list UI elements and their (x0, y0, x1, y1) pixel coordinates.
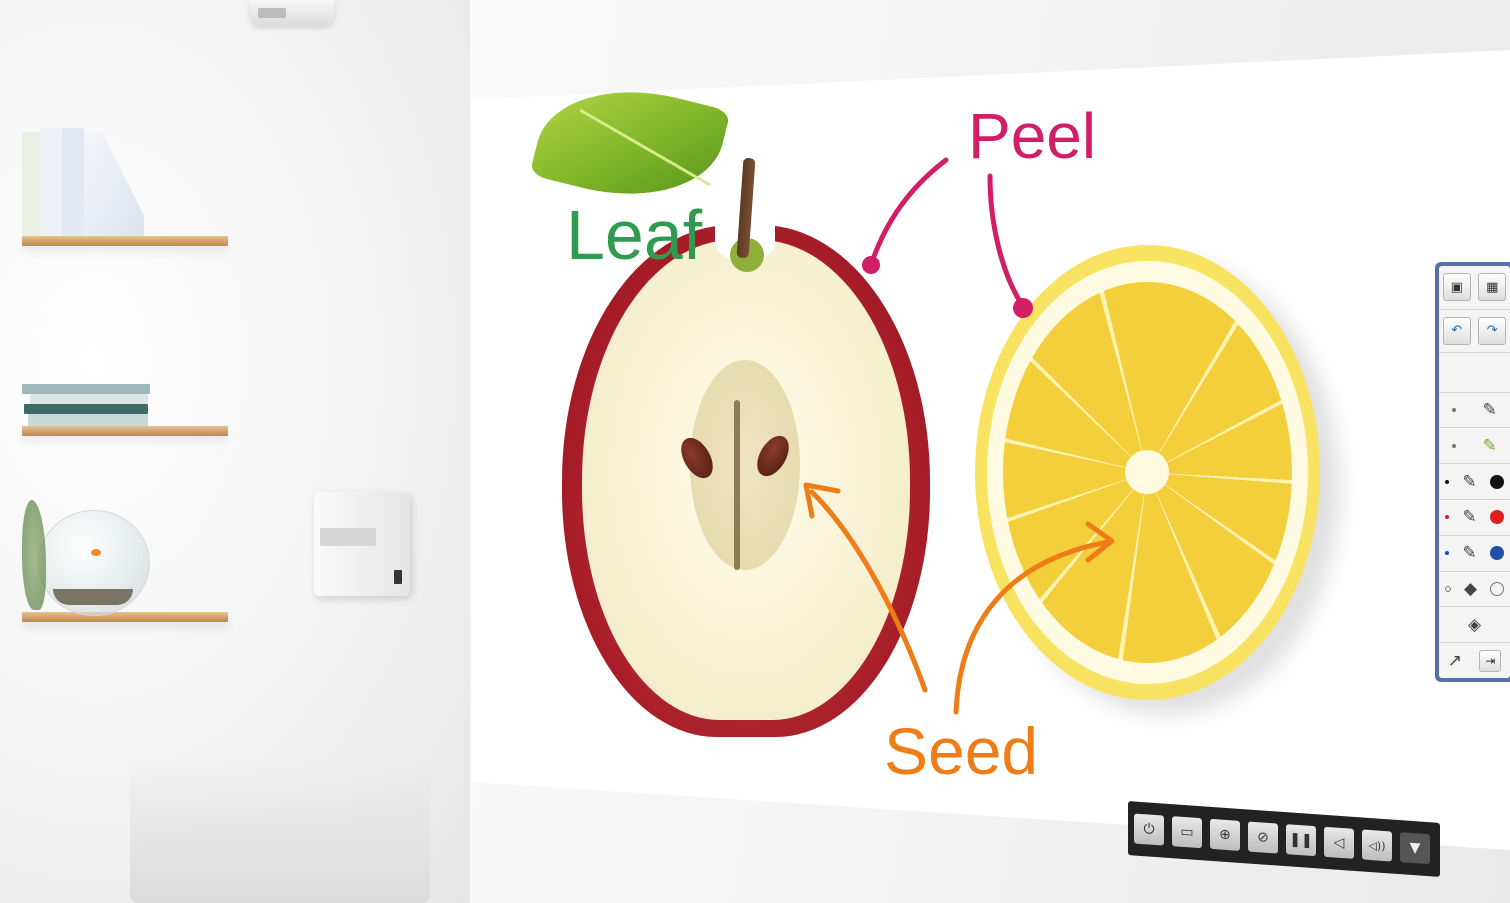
pointer-icon[interactable]: ↗ (1448, 651, 1462, 671)
toolbar-row-tools: ↗ ⇥ (1439, 643, 1510, 678)
seed-pointer-line-apple (812, 492, 925, 690)
freeze-icon[interactable]: ⊘ (1248, 821, 1278, 853)
toolbar-row-red-pen[interactable]: ✎ (1439, 500, 1510, 536)
black-pen-icon[interactable]: ✎ (1462, 472, 1476, 492)
redo-icon[interactable]: ↷ (1478, 317, 1506, 345)
menu-down-icon[interactable]: ▼ (1400, 832, 1430, 864)
annotation-toolbar: ▣ ▦ ↶ ↷ ✎ ✎ ✎ ✎ ✎ (1435, 262, 1510, 682)
toolbar-row-blue-pen[interactable]: ✎ (1439, 536, 1510, 572)
clear-icon[interactable]: ◈ (1468, 615, 1481, 635)
white-swatch-icon[interactable] (1490, 582, 1504, 596)
toolbar-row-mode: ▣ ▦ (1439, 266, 1510, 310)
zoom-icon[interactable]: ⊕ (1210, 819, 1240, 851)
peel-pointer-dot-apple (862, 256, 880, 274)
blue-swatch-icon[interactable] (1490, 546, 1504, 560)
pause-icon[interactable]: ❚❚ (1286, 824, 1316, 856)
black-swatch-icon[interactable] (1490, 475, 1504, 489)
eraser-icon[interactable]: ◆ (1464, 579, 1477, 599)
toolbar-row-clear[interactable]: ◈ (1439, 607, 1510, 643)
red-swatch-icon[interactable] (1490, 510, 1504, 524)
source-icon[interactable]: ▭ (1172, 816, 1202, 848)
peel-pointer-line-apple (872, 160, 946, 262)
size-dot-icon (1445, 515, 1449, 519)
red-pen-icon[interactable]: ✎ (1462, 507, 1476, 527)
volume-down-icon[interactable]: ◁ (1324, 827, 1354, 859)
size-dot-icon (1452, 408, 1456, 412)
toolbar-row-history: ↶ ↷ (1439, 310, 1510, 354)
power-icon[interactable]: ⏻ (1134, 814, 1164, 846)
size-dot-icon (1445, 551, 1449, 555)
seed-pointer-line-lemon (956, 542, 1108, 712)
toolbar-row-highlighter[interactable]: ✎ (1439, 393, 1510, 429)
seed-label: Seed (884, 718, 1038, 784)
toolbar-row-eraser[interactable]: ◆ (1439, 572, 1510, 608)
size-dot-icon (1445, 586, 1451, 592)
peel-pointer-line-lemon (990, 176, 1022, 305)
exit-icon[interactable]: ⇥ (1479, 650, 1501, 672)
volume-up-icon[interactable]: ◁)) (1362, 829, 1392, 861)
toolbar-row-black-pen[interactable]: ✎ (1439, 464, 1510, 500)
green-highlighter-icon[interactable]: ✎ (1483, 436, 1497, 456)
size-dot-icon (1445, 480, 1449, 484)
toolbar-row-green-highlighter[interactable]: ✎ (1439, 428, 1510, 464)
peel-pointer-dot-lemon (1013, 298, 1033, 318)
undo-icon[interactable]: ↶ (1443, 317, 1471, 345)
peel-label: Peel (968, 104, 1096, 168)
leaf-label: Leaf (566, 200, 702, 270)
toolbar-row-spacer (1439, 353, 1510, 393)
highlighter-icon[interactable]: ✎ (1483, 400, 1497, 420)
display-mode-icon[interactable]: ▣ (1443, 273, 1471, 301)
blue-pen-icon[interactable]: ✎ (1462, 543, 1476, 563)
whiteboard-icon[interactable]: ▦ (1478, 273, 1506, 301)
size-dot-icon (1452, 444, 1456, 448)
annotation-toolbar-panel: ▣ ▦ ↶ ↷ ✎ ✎ ✎ ✎ ✎ (1439, 266, 1510, 678)
